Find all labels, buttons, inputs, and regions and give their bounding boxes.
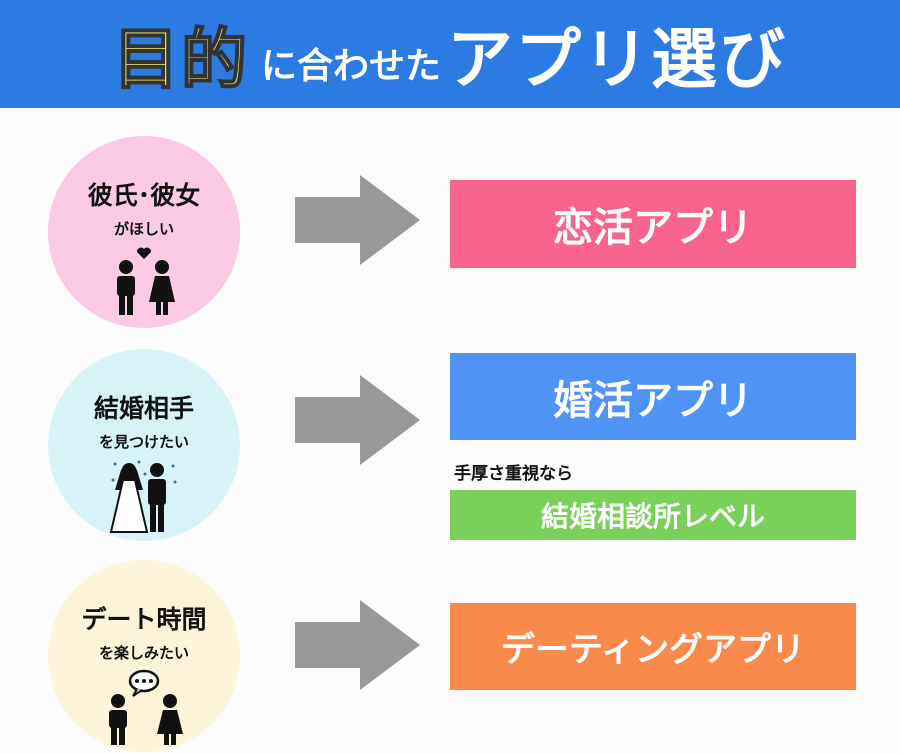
title-emphasis: 目的 <box>112 20 249 99</box>
note-text: 手厚さ重視なら <box>454 464 573 484</box>
arrow-right-icon <box>295 600 420 690</box>
purpose-subtitle: を楽しみたい <box>98 644 189 662</box>
couple-heart-icon <box>117 247 175 315</box>
purpose-title: デート時間 <box>81 605 207 634</box>
result-box-koikatsu: 恋活アプリ <box>450 180 856 268</box>
chatting-people-icon <box>109 669 183 745</box>
result-box-matchmaking: 結婚相談所レベル <box>450 490 856 540</box>
purpose-circle-dating: デート時間 を楽しみたい <box>48 560 240 752</box>
title-connector: に合わせた <box>260 46 441 87</box>
arrow-right-icon <box>295 375 420 465</box>
result-box-konkatsu: 婚活アプリ <box>450 353 856 440</box>
purpose-title: 彼氏･彼女 <box>87 181 201 210</box>
wedding-couple-icon <box>109 460 177 533</box>
header-banner: 目的 に合わせた アプリ選び <box>0 0 900 108</box>
purpose-subtitle: を見つけたい <box>98 433 189 451</box>
purpose-title: 結婚相手 <box>93 394 194 423</box>
title-main: アプリ選び <box>447 21 787 98</box>
arrow-right-icon <box>295 175 420 265</box>
result-box-dating: デーティングアプリ <box>450 603 856 690</box>
purpose-subtitle: がほしい <box>113 220 174 238</box>
purpose-circle-marriage: 結婚相手 を見つけたい <box>48 349 240 541</box>
purpose-circle-lover: 彼氏･彼女 がほしい <box>48 136 240 328</box>
